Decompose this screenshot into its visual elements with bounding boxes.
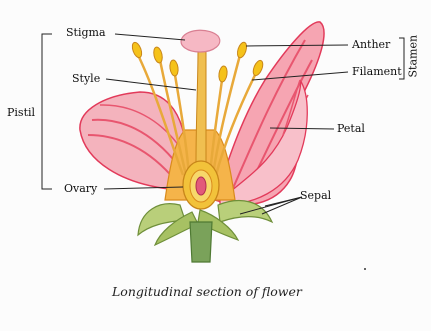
- ovary-shape: [183, 161, 219, 209]
- label-stigma: Stigma: [66, 27, 106, 39]
- pedicel: [190, 222, 212, 262]
- label-anther: Anther: [352, 39, 390, 51]
- label-stamen: Stamen: [407, 38, 420, 78]
- stray-dot: [364, 268, 366, 270]
- label-filament: Filament: [352, 66, 402, 78]
- label-pistil: Pistil: [7, 107, 35, 119]
- stigma-shape: [181, 30, 220, 52]
- figure-caption: Longitudinal section of flower: [112, 284, 312, 299]
- style-tube: [196, 50, 206, 162]
- label-sepal: Sepal: [300, 190, 331, 202]
- label-ovary: Ovary: [64, 183, 97, 195]
- label-style: Style: [72, 73, 100, 85]
- label-petal: Petal: [337, 123, 365, 135]
